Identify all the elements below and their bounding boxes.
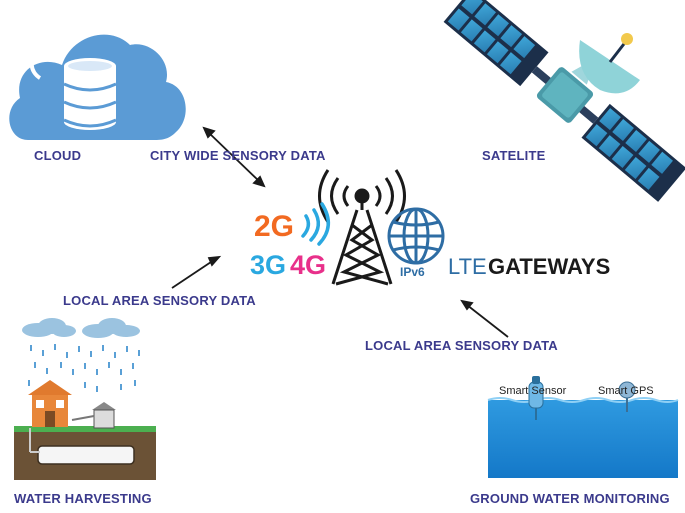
label-local-area-left: LOCAL AREA SENSORY DATA xyxy=(63,293,256,308)
satellite-icon xyxy=(443,0,685,202)
arrow-cloud-gateway xyxy=(207,131,261,183)
connector-arrows xyxy=(171,126,509,338)
label-lte: LTE xyxy=(448,254,487,279)
wifi-icon xyxy=(301,202,330,246)
label-gateways: GATEWAYS xyxy=(488,254,611,279)
label-cloud: CLOUD xyxy=(34,148,82,163)
label-smart-sensor: Smart Sensor xyxy=(499,385,567,397)
label-3g: 3G xyxy=(250,250,287,280)
label-2g: 2G xyxy=(254,210,295,243)
label-water-harvesting: WATER HARVESTING xyxy=(14,491,152,506)
label-smart-gps: Smart GPS xyxy=(598,385,654,397)
globe-icon xyxy=(387,207,445,265)
label-ipv6: IPv6 xyxy=(400,265,425,279)
water-harvesting-illustration xyxy=(14,318,156,480)
cloud-database-icon xyxy=(9,34,186,140)
ground-water-illustration xyxy=(487,376,679,478)
satellite-dish-icon xyxy=(579,33,640,94)
label-ground-water-monitoring: GROUND WATER MONITORING xyxy=(470,491,670,506)
label-satellite: SATELITE xyxy=(482,148,546,163)
label-4g: 4G xyxy=(290,250,327,280)
smart-gps-buoy xyxy=(618,381,636,412)
cell-tower-icon xyxy=(318,169,406,286)
arrow-monitor-gateway xyxy=(466,304,509,338)
label-city-wide-data: CITY WIDE SENSORY DATA xyxy=(150,148,326,163)
smart-sensor-buoy xyxy=(528,376,544,420)
label-local-area-right: LOCAL AREA SENSORY DATA xyxy=(365,338,558,353)
arrow-harvest-gateway xyxy=(171,259,215,289)
